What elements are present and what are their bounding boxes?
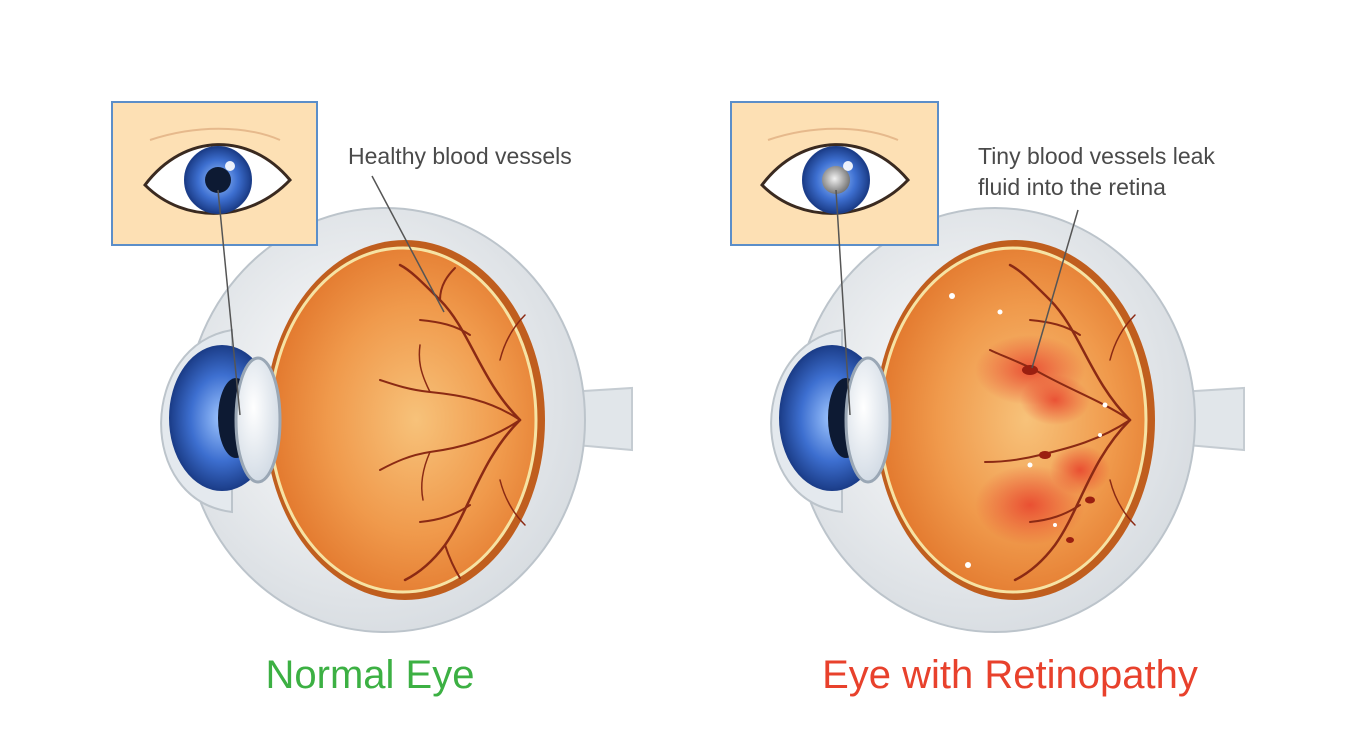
damaged-blood-vessels bbox=[984, 263, 1136, 582]
caption-normal-eye: Normal Eye bbox=[265, 653, 475, 697]
healthy-blood-vessels bbox=[379, 263, 526, 582]
lens bbox=[234, 356, 282, 484]
normal-eye-inset bbox=[111, 101, 318, 246]
retinopathy-eye-group bbox=[770, 207, 1245, 633]
inset-pointer-left bbox=[217, 189, 241, 416]
annotation-healthy-vessels: Healthy blood vessels bbox=[348, 141, 572, 172]
retina-inner bbox=[268, 246, 538, 594]
lens-right bbox=[844, 356, 892, 484]
annotation-line: Healthy blood vessels bbox=[348, 143, 572, 169]
annotation-pointer-right bbox=[1031, 209, 1079, 369]
inset-pointer-right bbox=[835, 189, 851, 416]
annotation-leaking-vessels: Tiny blood vessels leak fluid into the r… bbox=[978, 141, 1215, 203]
exudate-spots bbox=[949, 293, 1108, 568]
retinopathy-eye-inset bbox=[730, 101, 939, 246]
annotation-line: Tiny blood vessels leak bbox=[978, 143, 1215, 169]
normal-eye-group bbox=[160, 207, 633, 633]
microaneurysms bbox=[1022, 365, 1095, 543]
annotation-line: fluid into the retina bbox=[978, 174, 1166, 200]
annotation-pointer-left bbox=[371, 175, 445, 313]
caption-retinopathy-eye: Eye with Retinopathy bbox=[822, 653, 1198, 697]
